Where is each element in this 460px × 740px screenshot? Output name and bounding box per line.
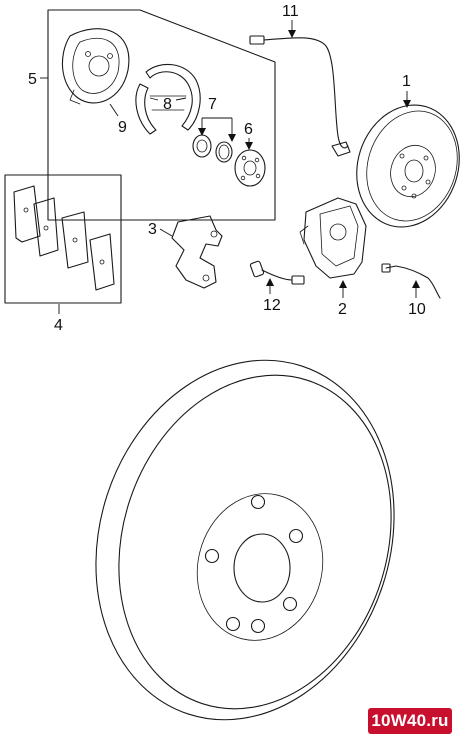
wear-sensor-cable-part: [249, 35, 351, 157]
svg-text:3: 3: [148, 221, 157, 238]
svg-text:2: 2: [338, 301, 347, 318]
callout-6: 6: [244, 121, 253, 150]
callout-12: 12: [263, 278, 281, 314]
backing-plate-part: [61, 28, 130, 105]
wear-indicator-part: [381, 263, 441, 299]
parking-brake-group-box: [47, 9, 276, 221]
brake-caliper-part: [299, 197, 367, 279]
brake-rotor-small-part: [356, 104, 460, 228]
svg-text:6: 6: [244, 121, 253, 138]
svg-text:10: 10: [408, 301, 426, 318]
svg-text:12: 12: [263, 297, 281, 314]
svg-text:5: 5: [28, 71, 37, 88]
svg-text:8: 8: [163, 96, 172, 113]
svg-text:7: 7: [208, 96, 217, 113]
svg-text:11: 11: [282, 3, 299, 20]
callout-9: 9: [109, 103, 127, 136]
caliper-bracket-part: [171, 215, 223, 289]
svg-text:9: 9: [118, 119, 127, 136]
callout-1: 1: [402, 73, 411, 108]
callout-8: 8: [149, 96, 187, 113]
wheel-hub-part: [234, 149, 266, 187]
brake-pad-set-part: [13, 185, 115, 291]
site-watermark-logo: 10W40.ru: [368, 708, 452, 734]
svg-text:1: 1: [402, 73, 411, 90]
callout-7: 7: [198, 96, 236, 142]
wheel-bearing-part: [192, 134, 233, 163]
callout-3: 3: [148, 221, 173, 238]
brake-pads-box: [4, 174, 122, 304]
brake-rotor-large-part: [95, 359, 395, 721]
callout-11: 11: [282, 3, 299, 38]
svg-text:4: 4: [54, 317, 63, 334]
callout-2: 2: [338, 280, 347, 318]
callout-10: 10: [408, 280, 426, 318]
abs-sensor-part: [249, 260, 305, 285]
callout-4: 4: [54, 304, 63, 334]
parking-brake-shoes-part: [135, 63, 201, 135]
callout-5: 5: [28, 71, 48, 88]
